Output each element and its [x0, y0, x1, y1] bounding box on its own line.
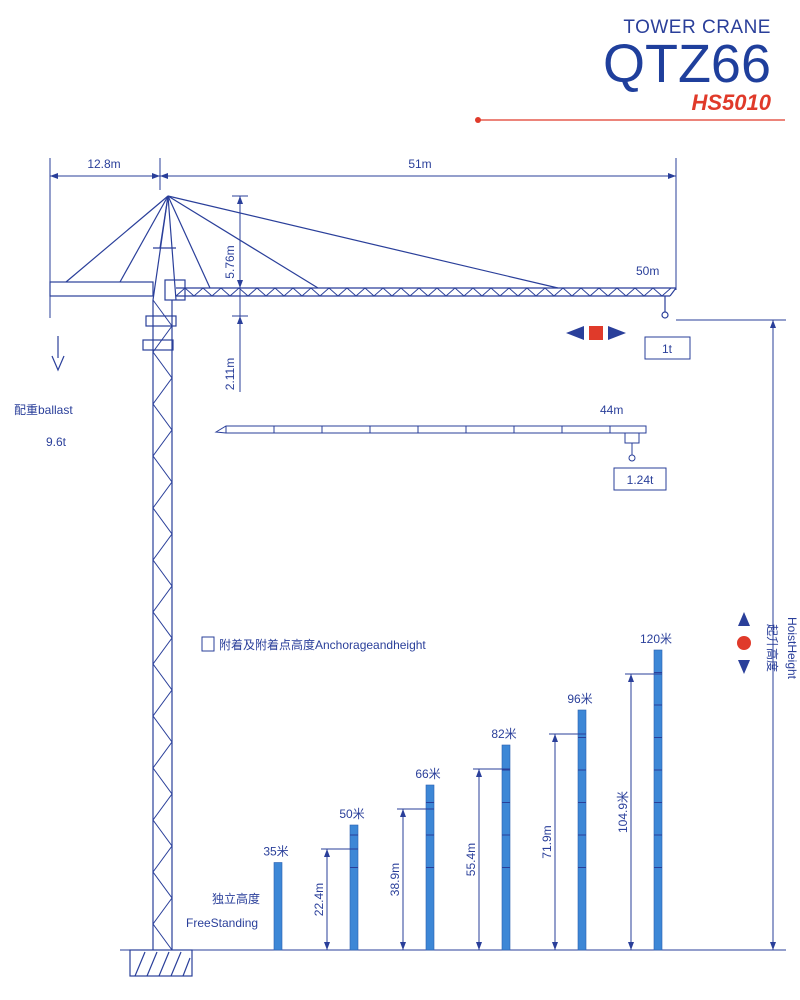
height-column	[349, 824, 359, 951]
main-capacity: 1t	[662, 342, 673, 356]
crane-structure	[49, 195, 677, 950]
short-capacity: 1.24t	[627, 473, 654, 487]
height-column	[577, 709, 587, 951]
mast-lattice	[152, 299, 173, 951]
anchorage-height-label: 104.9米	[616, 791, 630, 833]
head-dimensions	[232, 195, 248, 392]
header-model: QTZ66	[603, 34, 771, 94]
anchorage-height-label: 55.4m	[464, 843, 478, 876]
anchorage-legend-box	[201, 636, 215, 652]
hoist-indicator	[737, 612, 751, 674]
anchorage-height-label: 38.9m	[388, 863, 402, 896]
height-columns: 35米 50米 22.4m 66米 38.9m 82米 55.4m 96米 71.9m 120米 1…	[263, 632, 672, 951]
tower-head-dimension: 5.76m	[223, 245, 237, 278]
anchorage-height-label: 22.4m	[312, 883, 326, 916]
anchorage-dimension-line	[549, 733, 586, 950]
anchorage-dimension-line	[625, 673, 662, 950]
height-column	[501, 744, 511, 951]
trolley-indicator	[566, 326, 626, 340]
column-height-label: 120米	[640, 632, 672, 646]
short-capacity-box	[613, 467, 667, 491]
hoist-height-en: HoistHeight	[785, 617, 799, 680]
height-column	[653, 649, 663, 951]
foundation	[129, 949, 193, 977]
anchorage-legend: 附着及附着点高度Anchorageandheight	[219, 637, 426, 652]
jib-lattice	[175, 287, 672, 297]
jib-offset-dimension: 2.11m	[223, 358, 237, 390]
short-jib	[214, 425, 647, 462]
header-subtitle: TOWER CRANE	[623, 17, 771, 38]
free-standing-cn: 独立高度	[212, 891, 260, 906]
ballast-label: 配重ballast	[14, 403, 73, 417]
anchorage-dimension-line	[473, 768, 510, 950]
column-height-label: 82米	[491, 727, 516, 741]
anchorage-dimension-line	[397, 808, 434, 950]
short-jib-radius: 44m	[600, 403, 623, 417]
anchorage-height-label: 71.9m	[540, 825, 554, 858]
hoist-height-cn: 起升高度	[765, 624, 780, 672]
main-jib-radius: 50m	[636, 264, 659, 278]
hoist-height-line	[676, 319, 786, 950]
main-capacity-box	[644, 336, 691, 360]
column-height-label: 96米	[567, 692, 592, 706]
counter-jib-dimension: 12.8m	[87, 157, 120, 171]
column-height-label: 50米	[339, 807, 364, 821]
ballast-weight: 9.6t	[46, 435, 67, 449]
column-height-label: 66米	[415, 767, 440, 781]
height-column	[273, 862, 283, 951]
jib-span-dimension: 51m	[408, 157, 431, 171]
header-rule-dot	[475, 117, 481, 123]
free-standing-en: FreeStanding	[186, 916, 258, 930]
anchorage-dimension-line	[321, 848, 358, 950]
column-height-label: 35米	[263, 845, 288, 859]
header-code: HS5010	[691, 90, 771, 115]
